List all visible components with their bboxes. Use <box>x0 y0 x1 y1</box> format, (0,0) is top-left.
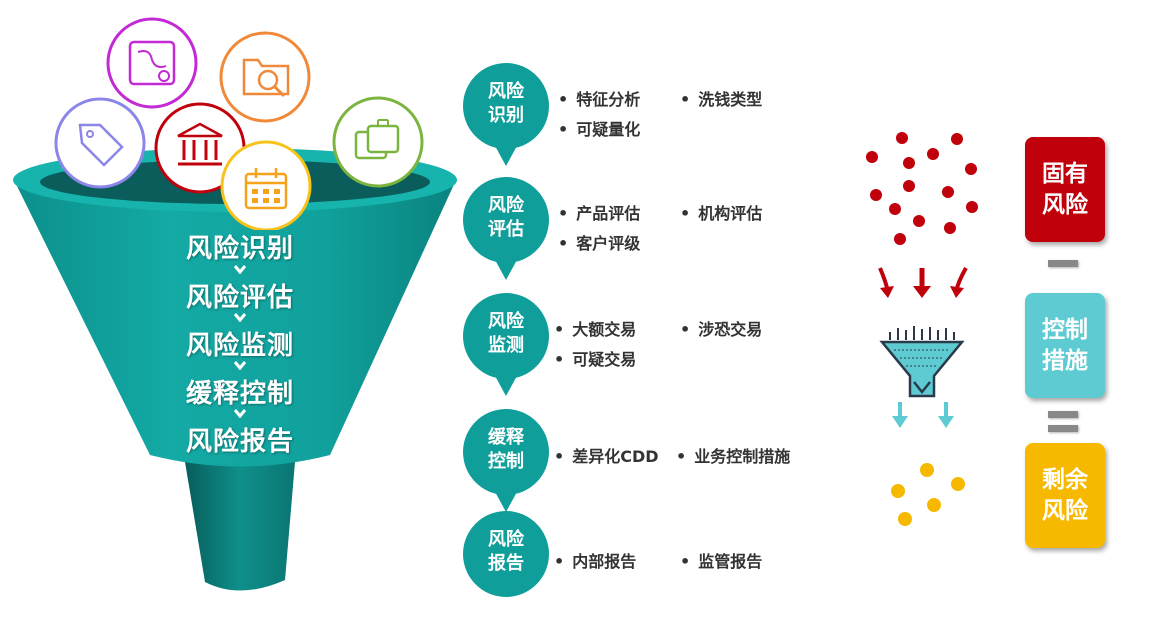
control-measures-box: 控制措施 <box>1025 293 1105 398</box>
residual-risk-box: 剩余风险 <box>1025 443 1105 548</box>
step-label: 缓释控制 <box>488 427 524 472</box>
equals-operator-top <box>1048 411 1078 418</box>
chevron-down-icon <box>233 265 247 275</box>
step-item: •业务控制措施 <box>676 447 791 466</box>
step-item: •可疑交易 <box>554 350 637 369</box>
filter-funnel-icon <box>879 326 965 398</box>
step-bubble-1: 风险识别 <box>462 62 550 166</box>
step-label: 风险报告 <box>488 529 524 574</box>
inherent-risk-dots <box>866 132 978 245</box>
funnel-stage-2: 风险评估 <box>185 283 294 313</box>
chevron-down-icon <box>233 361 247 371</box>
down-arrows-red-icon <box>878 267 968 298</box>
funnel-stage-4: 缓释控制 <box>185 379 294 409</box>
step-item: •可疑量化 <box>558 120 641 139</box>
tag-icon <box>54 97 146 189</box>
step-item: •客户评级 <box>558 234 641 253</box>
chevron-down-icon <box>233 313 247 323</box>
map-icon <box>106 17 198 109</box>
calendar-icon <box>220 140 312 230</box>
step-item: •特征分析 <box>558 90 641 109</box>
step-bubble-2: 风险评估 <box>462 176 550 280</box>
step-label: 风险监测 <box>488 311 524 356</box>
risk-filter-illustration <box>866 132 978 526</box>
inherent-risk-box: 固有风险 <box>1025 137 1105 242</box>
residual-risk-dots <box>891 463 965 526</box>
step-item: •内部报告 <box>554 552 637 571</box>
funnel-stage-5: 风险报告 <box>185 427 294 457</box>
step-item: •监管报告 <box>680 552 763 571</box>
step-label: 风险识别 <box>488 81 524 126</box>
step-item: •洗钱类型 <box>680 90 763 109</box>
funnel-stage-1: 风险识别 <box>185 234 294 264</box>
step-item: •差异化CDD <box>554 447 659 466</box>
folder-search-icon <box>219 31 311 123</box>
step-item: •涉恐交易 <box>680 320 763 339</box>
funnel-spout <box>185 462 295 591</box>
step-bubble-5: 风险报告 <box>462 510 550 598</box>
step-item: •产品评估 <box>558 204 641 223</box>
equals-operator-bottom <box>1048 425 1078 432</box>
step-bubble-4: 缓释控制 <box>462 408 550 512</box>
funnel-stage-3: 风险监测 <box>185 331 294 361</box>
step-label: 风险评估 <box>488 195 524 240</box>
briefcase-icon <box>332 96 424 188</box>
chevron-down-icon <box>233 409 247 419</box>
funnel-icons <box>54 17 424 230</box>
minus-operator <box>1048 260 1078 267</box>
step-item: •机构评估 <box>680 204 763 223</box>
step-bubble-3: 风险监测 <box>462 292 550 396</box>
step-item: •大额交易 <box>554 320 637 339</box>
down-arrows-cyan-icon <box>892 402 954 428</box>
